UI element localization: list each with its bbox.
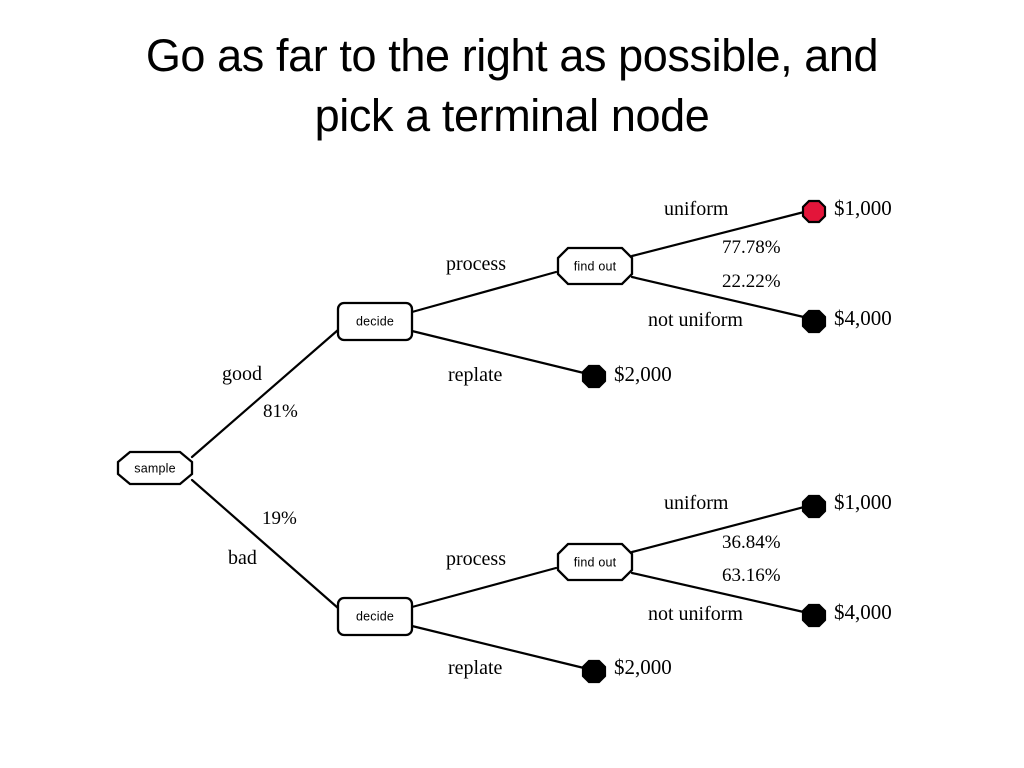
page-title: Go as far to the right as possible, and … [145, 30, 879, 141]
branch-line-bad-replate [410, 624, 590, 671]
node-findout-good-label: find out [574, 259, 617, 273]
branch-prob-good-uniform: 77.78% [722, 237, 781, 258]
branch-label-bad-uniform: uniform [664, 492, 729, 514]
terminal-bad-replate-shape [581, 659, 607, 684]
branch-label-bad: bad [228, 547, 257, 569]
node-findout-bad-shape [556, 542, 634, 582]
payoff-label-good-uniform: $1,000 [834, 196, 892, 220]
branch-line-bad [190, 478, 340, 610]
terminal-good-replate-shape [581, 364, 607, 389]
branch-line-bad-uniform [630, 504, 810, 554]
branch-prob-bad: 19% [262, 508, 297, 529]
payoff-label-bad-notuniform: $4,000 [834, 600, 892, 624]
branch-line-good-replate [410, 329, 590, 376]
branch-line-good-uniform [630, 209, 810, 258]
node-findout-bad[interactable]: find out [556, 542, 634, 582]
branch-label-good-notuniform: not uniform [648, 309, 743, 331]
branch-prob-good-notuniform: 22.22% [722, 271, 781, 292]
branch-line-good-notuniform [630, 275, 810, 320]
node-findout-good[interactable]: find out [556, 246, 634, 286]
terminal-node-bad-notuniform[interactable] [801, 603, 827, 628]
terminal-bad-uniform-shape [801, 494, 827, 519]
terminal-good-uniform-shape [801, 199, 827, 224]
branch-line-good-process [410, 270, 558, 314]
branch-prob-bad-notuniform: 63.16% [722, 565, 781, 586]
branch-label-bad-replate: replate [448, 657, 503, 679]
terminal-node-good-uniform[interactable] [801, 199, 827, 224]
payoff-label-bad-replate: $2,000 [614, 655, 672, 679]
branch-label-good: good [222, 363, 262, 385]
branch-label-good-uniform: uniform [664, 198, 729, 220]
terminal-node-good-notuniform[interactable] [801, 309, 827, 334]
node-findout-bad-label: find out [574, 555, 617, 569]
node-decide-bad[interactable]: decide [336, 596, 414, 637]
terminal-node-bad-uniform[interactable] [801, 494, 827, 519]
branch-label-bad-notuniform: not uniform [648, 603, 743, 625]
terminal-good-notuniform-shape [801, 309, 827, 334]
node-decide-good[interactable]: decide [336, 301, 414, 342]
terminal-bad-notuniform-shape [801, 603, 827, 628]
node-decide-bad-shape [336, 596, 414, 637]
node-sample-shape [116, 450, 194, 486]
terminal-node-good-replate[interactable] [581, 364, 607, 389]
node-sample-label: sample [134, 461, 176, 475]
node-decide-good-label: decide [356, 314, 394, 328]
payoff-label-good-replate: $2,000 [614, 362, 672, 386]
node-decide-bad-label: decide [356, 609, 394, 623]
payoff-label-bad-uniform: $1,000 [834, 490, 892, 514]
node-sample[interactable]: sample [116, 450, 194, 486]
branch-prob-bad-uniform: 36.84% [722, 532, 781, 553]
node-decide-good-shape [336, 301, 414, 342]
terminal-node-bad-replate[interactable] [581, 659, 607, 684]
payoff-label-good-notuniform: $4,000 [834, 306, 892, 330]
branch-line-bad-notuniform [630, 571, 810, 615]
branch-label-good-process: process [446, 253, 506, 275]
branch-prob-good: 81% [263, 401, 298, 422]
branch-line-good [190, 328, 340, 459]
branch-line-bad-process [410, 566, 558, 609]
branch-label-good-replate: replate [448, 364, 503, 386]
node-findout-good-shape [556, 246, 634, 286]
branch-label-bad-process: process [446, 548, 506, 570]
